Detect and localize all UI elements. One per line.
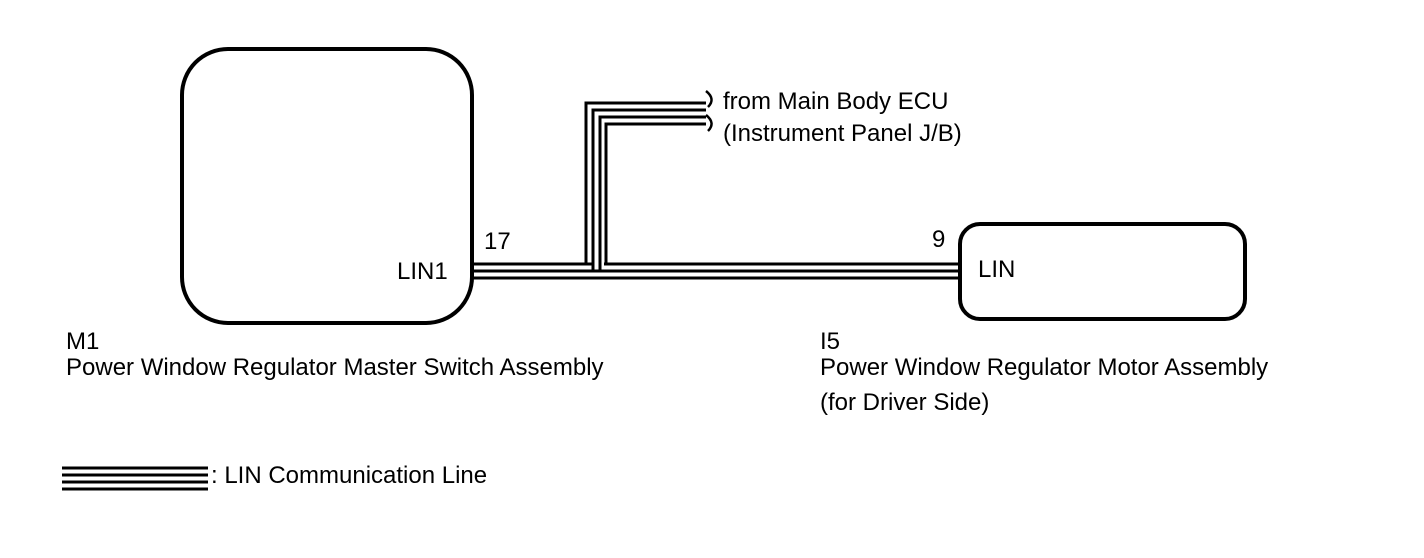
master-switch-box — [180, 47, 474, 325]
legend-label: : LIN Communication Line — [211, 462, 488, 489]
lin-bus-horizontal — [472, 262, 960, 280]
motor-terminal-label: LIN — [978, 256, 1016, 283]
motor-code: I5 — [820, 328, 841, 355]
master-switch-code: M1 — [66, 328, 100, 355]
connection-break-mark — [705, 90, 713, 132]
lin-bus-branch — [584, 101, 706, 271]
master-switch-terminal-label: LIN1 — [397, 258, 448, 285]
external-connection-line1: from Main Body ECU — [723, 88, 949, 115]
legend-line-sample — [62, 466, 208, 491]
master-switch-name: Power Window Regulator Master Switch Ass… — [66, 354, 604, 381]
motor-pin-number: 9 — [932, 226, 946, 253]
master-switch-pin-number: 17 — [484, 228, 511, 255]
motor-name-line2: (for Driver Side) — [820, 389, 990, 416]
motor-name: Power Window Regulator Motor Assembly — [820, 354, 1269, 381]
external-connection-line2: (Instrument Panel J/B) — [723, 120, 962, 147]
